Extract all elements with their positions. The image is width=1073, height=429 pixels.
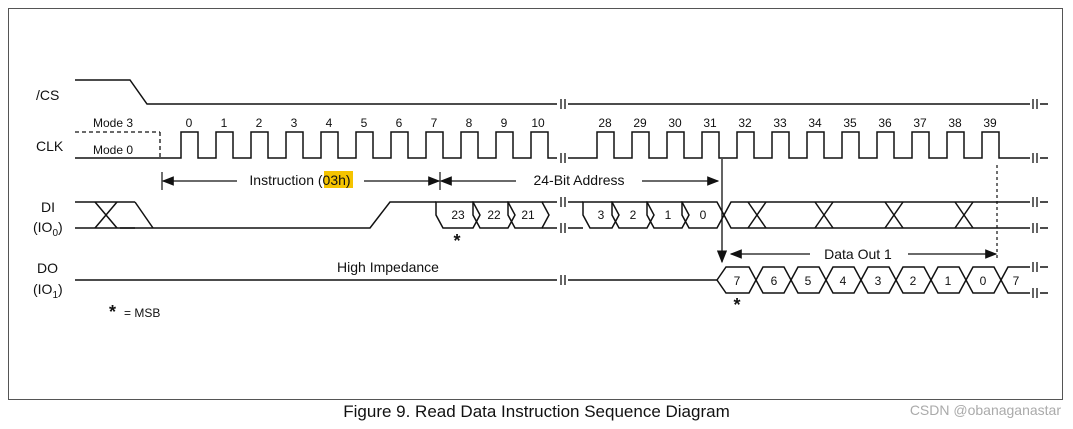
clock-number: 30 — [668, 116, 682, 130]
di-bit: 23 — [451, 208, 465, 222]
clk-label: CLK — [36, 138, 64, 154]
clock-number: 34 — [808, 116, 822, 130]
do-bit-labels: 7 6 5 4 3 2 1 0 7 — [734, 274, 1020, 288]
clock-number: 6 — [396, 116, 403, 130]
instruction-opcode: 03h — [323, 172, 346, 188]
clock-number: 35 — [843, 116, 857, 130]
do-io-suffix: ) — [58, 281, 63, 297]
di-bit: 2 — [630, 208, 637, 222]
clock-number: 33 — [773, 116, 787, 130]
do-io-index: 1 — [52, 290, 58, 301]
clock-number: 29 — [633, 116, 647, 130]
di-bit: 1 — [665, 208, 672, 222]
clock-number: 2 — [256, 116, 263, 130]
clock-number: 37 — [913, 116, 927, 130]
di-bit: 21 — [521, 208, 535, 222]
instruction-span-label: Instruction (03h) — [249, 172, 350, 188]
span-arrows — [161, 172, 720, 190]
do-bit: 5 — [805, 274, 812, 288]
do-bit: 0 — [980, 274, 987, 288]
clock-number: 8 — [466, 116, 473, 130]
figure-caption: Figure 9. Read Data Instruction Sequence… — [343, 402, 730, 421]
do-msb-star: * — [733, 295, 740, 315]
legend-star: * — [109, 302, 116, 322]
cs-label: /CS — [36, 87, 59, 103]
di-io-prefix: (IO — [33, 219, 53, 235]
do-bit: 3 — [875, 274, 882, 288]
clock-number: 32 — [738, 116, 752, 130]
clock-number: 28 — [598, 116, 612, 130]
clock-number: 1 — [221, 116, 228, 130]
clock-numbers: 0 1 2 3 4 5 6 7 8 9 10 28 29 30 31 32 33… — [186, 116, 997, 130]
instruction-suffix: ) — [346, 172, 351, 188]
high-impedance-label: High Impedance — [337, 259, 439, 275]
do-label: DO — [37, 260, 58, 276]
data-out-span-label: Data Out 1 — [824, 246, 892, 262]
clock-number: 7 — [431, 116, 438, 130]
do-bit: 6 — [771, 274, 778, 288]
di-io-suffix: ) — [58, 219, 63, 235]
do-io-label: (IO1) — [33, 281, 63, 301]
address-span-label: 24-Bit Address — [533, 172, 624, 188]
do-bit: 4 — [840, 274, 847, 288]
timing-diagram: /CS CLK DI (IO0) DO (IO1) Mode 3 Mode 0 … — [33, 79, 1048, 322]
di-io-index: 0 — [52, 228, 58, 239]
clock-number: 3 — [291, 116, 298, 130]
di-msb-star: * — [453, 231, 460, 251]
di-waveform — [75, 201, 1048, 229]
do-waveform — [75, 266, 1048, 294]
mode3-label: Mode 3 — [93, 116, 133, 130]
clock-number: 31 — [703, 116, 717, 130]
do-bit: 7 — [1013, 274, 1020, 288]
clock-number: 39 — [983, 116, 997, 130]
break-markers — [560, 99, 1038, 298]
do-bit: 1 — [945, 274, 952, 288]
do-io-prefix: (IO — [33, 281, 53, 297]
diagram-frame — [8, 8, 1063, 400]
clock-number: 38 — [948, 116, 962, 130]
clock-number: 5 — [361, 116, 368, 130]
clock-number: 9 — [501, 116, 508, 130]
do-bit: 2 — [910, 274, 917, 288]
data-out-arrow — [729, 165, 998, 259]
clock-number: 10 — [531, 116, 545, 130]
clock-number: 36 — [878, 116, 892, 130]
legend-text: = MSB — [124, 306, 160, 320]
cs-waveform — [75, 79, 1048, 105]
di-bit: 22 — [487, 208, 501, 222]
watermark: CSDN @obanaganastar — [909, 402, 1061, 418]
clk-waveform — [160, 131, 1048, 159]
instruction-prefix: Instruction ( — [249, 172, 322, 188]
di-io-label: (IO0) — [33, 219, 63, 239]
di-bit: 3 — [598, 208, 605, 222]
di-bit: 0 — [700, 208, 707, 222]
do-bit: 7 — [734, 274, 741, 288]
opcode-highlight — [324, 171, 353, 188]
di-label: DI — [41, 199, 55, 215]
clock-number: 0 — [186, 116, 193, 130]
mode0-label: Mode 0 — [93, 143, 133, 157]
di-bit-labels: 23 22 21 3 2 1 0 — [451, 208, 706, 222]
clock-number: 4 — [326, 116, 333, 130]
